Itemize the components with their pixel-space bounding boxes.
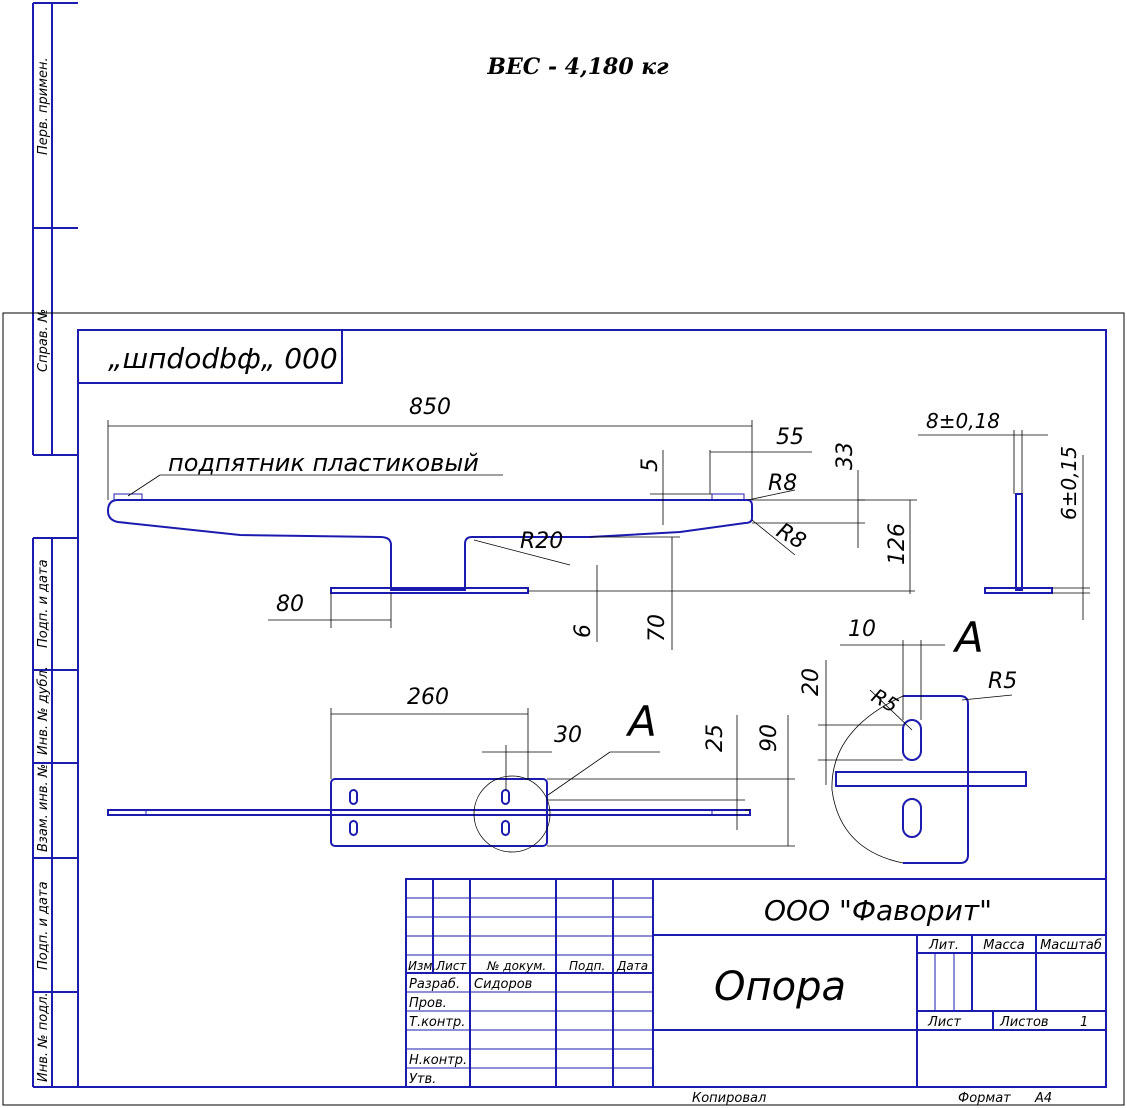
perv-primen-label: Перв. примен. bbox=[36, 57, 51, 155]
tb-razrab-name: Сидоров bbox=[474, 977, 532, 992]
tb-list: Лист bbox=[435, 959, 467, 973]
tb-data: Дата bbox=[616, 959, 648, 973]
note-label: подпятник пластиковый bbox=[168, 449, 479, 477]
dim-20: 20 bbox=[799, 668, 824, 696]
dim-30: 30 bbox=[554, 723, 582, 748]
dim-90: 90 bbox=[757, 724, 782, 752]
front-view bbox=[106, 474, 915, 594]
dim-5: 5 bbox=[638, 458, 663, 472]
corner-stamp-text: „шпdodbф„ 000 bbox=[108, 342, 338, 375]
title-block bbox=[405, 878, 1107, 1088]
view-a-label-2: A bbox=[952, 613, 984, 662]
dim-850: 850 bbox=[409, 395, 451, 420]
side-view bbox=[918, 430, 1090, 620]
dim-6-tol: 6±0,15 bbox=[1057, 446, 1081, 520]
weight-label: ВЕС - 4,180 кг bbox=[486, 54, 669, 80]
view-a-label-1: A bbox=[625, 697, 657, 746]
tb-izm: Изм. bbox=[408, 959, 436, 973]
tb-podp: Подп. bbox=[569, 959, 605, 973]
dim-33: 33 bbox=[833, 442, 858, 470]
side-stamp: Перв. примен. Справ. № Подп. и дата Инв.… bbox=[32, 2, 78, 1088]
outer-sheet-border bbox=[2, 312, 1125, 1106]
dim-10: 10 bbox=[848, 617, 876, 642]
dim-6: 6 bbox=[571, 624, 596, 638]
tb-dokum: № докум. bbox=[486, 959, 546, 973]
tb-masshtab: Масштаб bbox=[1040, 938, 1102, 953]
tb-sheets-count: 1 bbox=[1080, 1015, 1088, 1030]
corner-stamp-box bbox=[77, 329, 343, 384]
tb-nkontr: Н.контр. bbox=[409, 1053, 467, 1068]
tb-lit: Лит. bbox=[928, 938, 959, 953]
vzam-inv-label: Взам. инв. № bbox=[36, 764, 51, 852]
sprav-no-label: Справ. № bbox=[36, 309, 51, 372]
part-name: Опора bbox=[714, 964, 846, 1010]
tb-razrab: Разраб. bbox=[409, 977, 460, 992]
inv-podl-label: Инв. № подл. bbox=[36, 992, 51, 1082]
detail-view-a bbox=[818, 640, 1027, 864]
tb-sheets: Листов bbox=[999, 1015, 1049, 1030]
dim-126: 126 bbox=[885, 523, 910, 565]
dim-r5-b: R5 bbox=[988, 669, 1017, 694]
dim-8-tol: 8±0,18 bbox=[926, 409, 1000, 433]
footer-format-val: A4 bbox=[1034, 1091, 1052, 1106]
tb-prov: Пров. bbox=[409, 996, 447, 1011]
dim-r8-b: R8 bbox=[772, 519, 810, 555]
dim-r20: R20 bbox=[520, 529, 563, 554]
tb-sheet: Лист bbox=[927, 1015, 961, 1030]
footer-copied: Копировал bbox=[692, 1091, 766, 1106]
footer-format: Формат bbox=[958, 1091, 1011, 1106]
front-dimensions bbox=[107, 420, 917, 650]
dim-r5-a: R5 bbox=[868, 684, 903, 718]
tb-tkontr: Т.контр. bbox=[409, 1015, 465, 1030]
tb-massa: Масса bbox=[983, 938, 1024, 953]
dim-80: 80 bbox=[276, 592, 304, 617]
podp-data-label-1: Подп. и дата bbox=[36, 559, 51, 648]
tb-utv: Утв. bbox=[409, 1072, 436, 1087]
dim-70: 70 bbox=[645, 614, 670, 642]
dim-260: 260 bbox=[407, 685, 449, 710]
dim-r8-a: R8 bbox=[768, 471, 797, 496]
dim-25: 25 bbox=[703, 724, 728, 752]
inv-dubl-label: Инв. № дубл. bbox=[36, 666, 51, 755]
plan-view bbox=[107, 708, 795, 853]
dim-55: 55 bbox=[776, 425, 804, 450]
podp-data-label-2: Подп. и дата bbox=[36, 881, 51, 970]
company-name: ООО "Фаворит" bbox=[764, 894, 992, 927]
